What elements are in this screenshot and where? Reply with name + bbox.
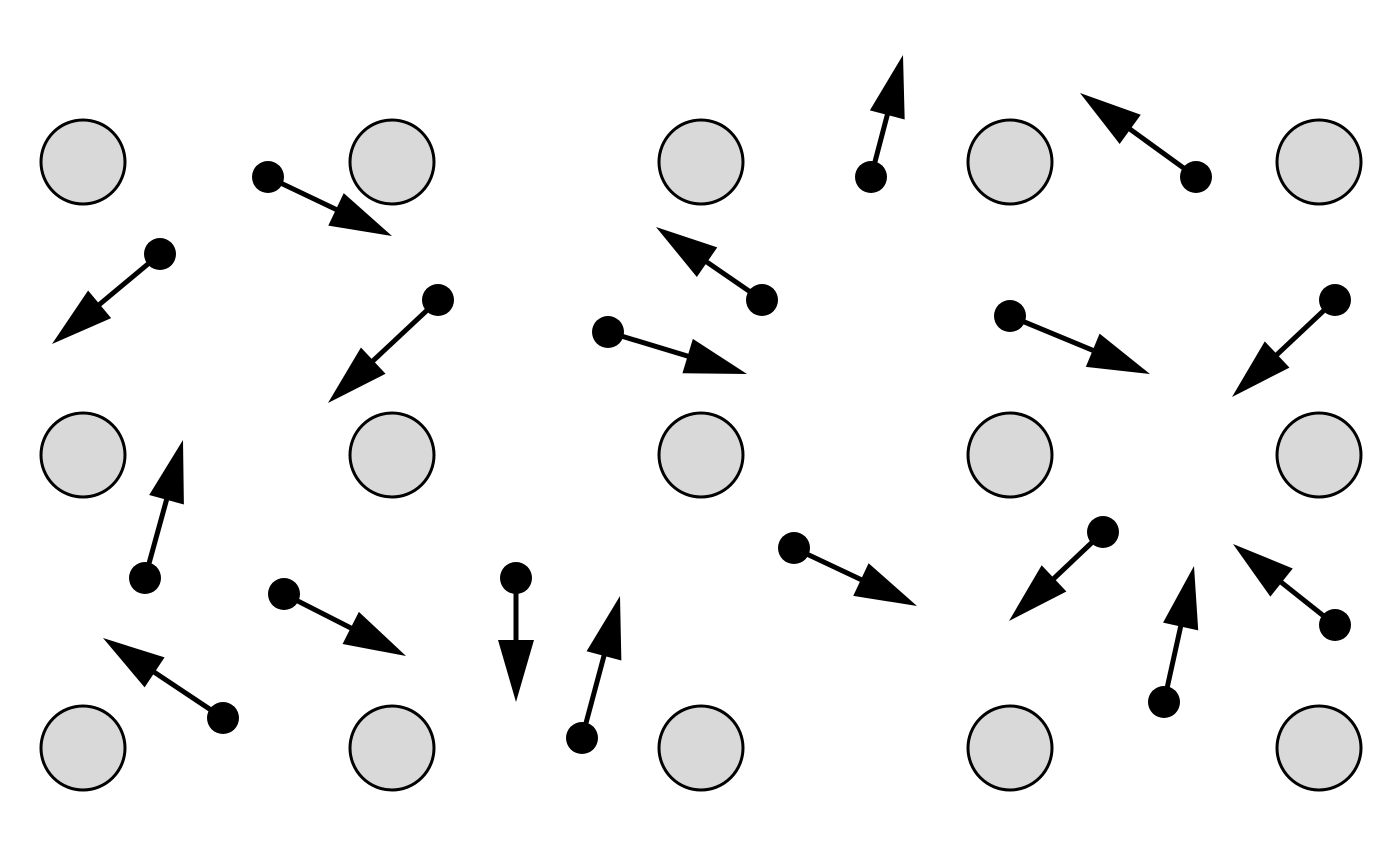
electron — [994, 300, 1150, 374]
electron-dot — [778, 532, 810, 564]
electron — [1232, 284, 1351, 397]
velocity-arrow-head-icon — [1232, 341, 1290, 397]
ion — [39, 704, 127, 792]
electrons — [52, 55, 1351, 754]
velocity-arrow-head-icon — [853, 563, 917, 606]
electron-dot — [566, 722, 598, 754]
velocity-arrow-head-icon — [149, 440, 184, 505]
ion — [1275, 118, 1363, 206]
electron-dot — [1319, 284, 1351, 316]
electron-dot — [592, 316, 624, 348]
electron — [778, 532, 917, 606]
electron-dot — [129, 562, 161, 594]
electron — [498, 562, 534, 702]
electron-dot — [1148, 686, 1180, 718]
velocity-arrow-head-icon — [656, 227, 718, 277]
ion — [657, 704, 745, 792]
electron-dot — [1180, 161, 1212, 193]
electron-dot — [994, 300, 1026, 332]
electron — [566, 596, 622, 754]
electron-dot — [746, 284, 778, 316]
velocity-arrow-head-icon — [52, 290, 112, 344]
ion — [966, 411, 1054, 499]
electron-dot — [1087, 516, 1119, 548]
ion — [348, 411, 436, 499]
velocity-arrow-head-icon — [328, 347, 386, 403]
ion — [966, 704, 1054, 792]
electron-dot — [500, 562, 532, 594]
ion — [966, 118, 1054, 206]
electron — [268, 578, 406, 656]
ion — [348, 704, 436, 792]
electron — [1009, 516, 1119, 621]
electron — [1080, 93, 1212, 193]
ion — [657, 411, 745, 499]
electron — [855, 55, 905, 193]
velocity-arrow-head-icon — [1009, 565, 1067, 621]
ion — [39, 118, 127, 206]
electron — [656, 227, 778, 316]
electron-dot — [207, 702, 239, 734]
electron-dot — [252, 161, 284, 193]
ion — [1275, 704, 1363, 792]
velocity-arrow-head-icon — [103, 638, 165, 688]
electron — [252, 161, 392, 236]
velocity-arrow-head-icon — [869, 55, 905, 120]
electron — [1148, 566, 1199, 718]
velocity-arrow-head-icon — [1233, 544, 1293, 597]
velocity-arrow-head-icon — [498, 640, 534, 702]
electron — [1233, 544, 1351, 641]
electron — [328, 284, 454, 403]
velocity-arrow-head-icon — [342, 611, 406, 656]
electron-dot — [268, 578, 300, 610]
velocity-arrow-head-icon — [1080, 93, 1141, 144]
electron-dot — [144, 238, 176, 270]
electron-dot — [422, 284, 454, 316]
velocity-arrow-head-icon — [328, 193, 392, 236]
velocity-arrow-head-icon — [1163, 566, 1199, 631]
ion-lattice — [39, 118, 1363, 792]
velocity-arrow-head-icon — [1085, 333, 1150, 374]
ion — [39, 411, 127, 499]
velocity-arrow-head-icon — [586, 596, 622, 661]
ion — [348, 118, 436, 206]
ion — [1275, 411, 1363, 499]
electron — [52, 238, 176, 344]
velocity-arrow-head-icon — [682, 338, 747, 374]
electron — [129, 440, 184, 594]
ion — [657, 118, 745, 206]
electron-dot — [855, 161, 887, 193]
electron-dot — [1319, 609, 1351, 641]
electron — [592, 316, 747, 374]
electron — [103, 638, 239, 734]
